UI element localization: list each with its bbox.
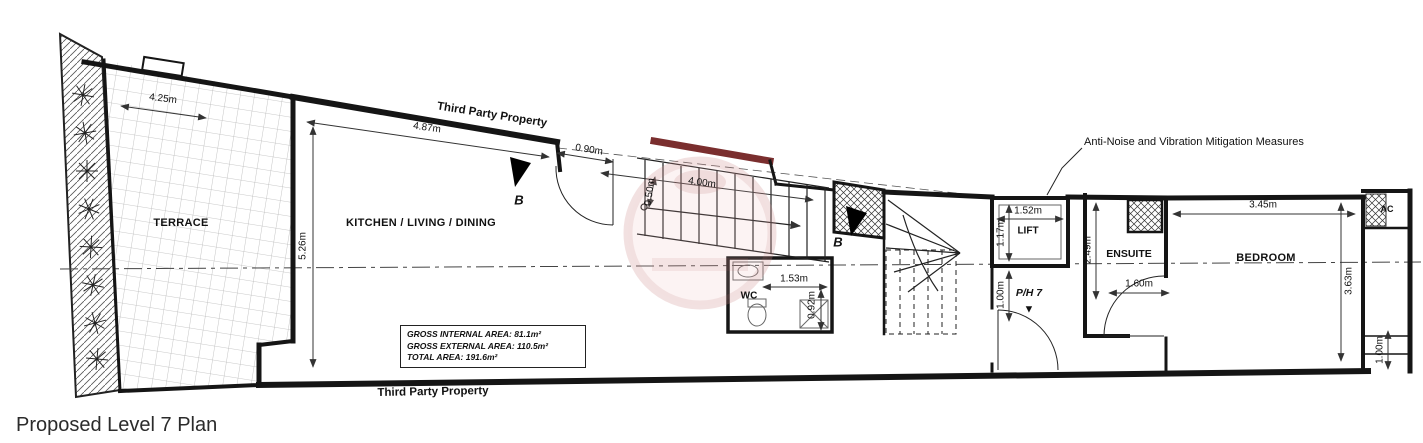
dimension-lift-depth: 1.17m	[995, 219, 1007, 247]
shaft-hatch	[832, 180, 886, 240]
dimension-bedroom-width: 3.45m	[1249, 199, 1277, 211]
ac-hatch	[1365, 193, 1387, 227]
lift-shaft	[990, 196, 1070, 268]
area-summary-box: GROSS INTERNAL AREA: 81.1m² GROSS EXTERN…	[400, 325, 586, 368]
dimension-wc-width: 1.53m	[780, 273, 808, 285]
dimension-bedroom-depth: 3.63m	[1343, 267, 1355, 295]
dimension-ensuite-depth: 2.49m	[1082, 236, 1094, 264]
dimension-lines	[120, 103, 1392, 370]
section-marker-b1: B	[514, 192, 524, 208]
section-marker-b2: B	[833, 234, 843, 250]
ph-down-arrow-icon: ▼	[1023, 303, 1035, 316]
annotation-leader-line	[1046, 147, 1083, 196]
wc-walls	[726, 256, 834, 334]
wc-fixtures	[732, 261, 829, 329]
anti-noise-annotation: Anti-Noise and Vibration Mitigation Meas…	[1084, 136, 1304, 148]
dimension-kitchen-depth: 5.26m	[297, 232, 309, 260]
room-label-kitchen-living-dining: KITCHEN / LIVING / DINING	[346, 217, 496, 229]
section-arrow-icon	[510, 157, 531, 187]
gross-internal-area: GROSS INTERNAL AREA: 81.1m²	[407, 329, 542, 339]
room-label-terrace: TERRACE	[153, 217, 209, 229]
third-party-property-bottom: Third Party Property	[377, 385, 489, 399]
room-label-bedroom: BEDROOM	[1236, 252, 1296, 264]
ensuite-duct-hatch	[1126, 198, 1164, 234]
dimension-shaft-depth: 1.00m	[1374, 336, 1386, 364]
plan-title: Proposed Level 7 Plan	[16, 414, 218, 436]
room-label-ph7: P/H 7	[1015, 287, 1043, 299]
walls	[81, 55, 1413, 394]
section-arrow-icon	[846, 206, 867, 236]
accent-wall	[649, 136, 775, 166]
room-label-ac: AC	[1380, 204, 1394, 214]
stair-direction-arrow	[646, 207, 802, 230]
terrace-floor	[104, 60, 293, 390]
room-label-lift: LIFT	[1017, 225, 1039, 237]
total-area: TOTAL AREA: 191.6m²	[407, 352, 498, 362]
section-marker-triangles	[510, 157, 867, 236]
dimension-ensuite-width: 1.60m	[1125, 278, 1153, 290]
dimension-wc-depth: 0.92m	[806, 291, 818, 319]
dimension-lift-width: 1.52m	[1014, 205, 1042, 217]
room-label-wc: WC	[740, 290, 758, 302]
gross-external-area: GROSS EXTERNAL AREA: 110.5m²	[407, 340, 549, 351]
watermark	[623, 156, 777, 310]
dimension-hall-depth: 1.00m	[995, 281, 1007, 309]
room-label-ensuite: ENSUITE	[1106, 248, 1152, 260]
